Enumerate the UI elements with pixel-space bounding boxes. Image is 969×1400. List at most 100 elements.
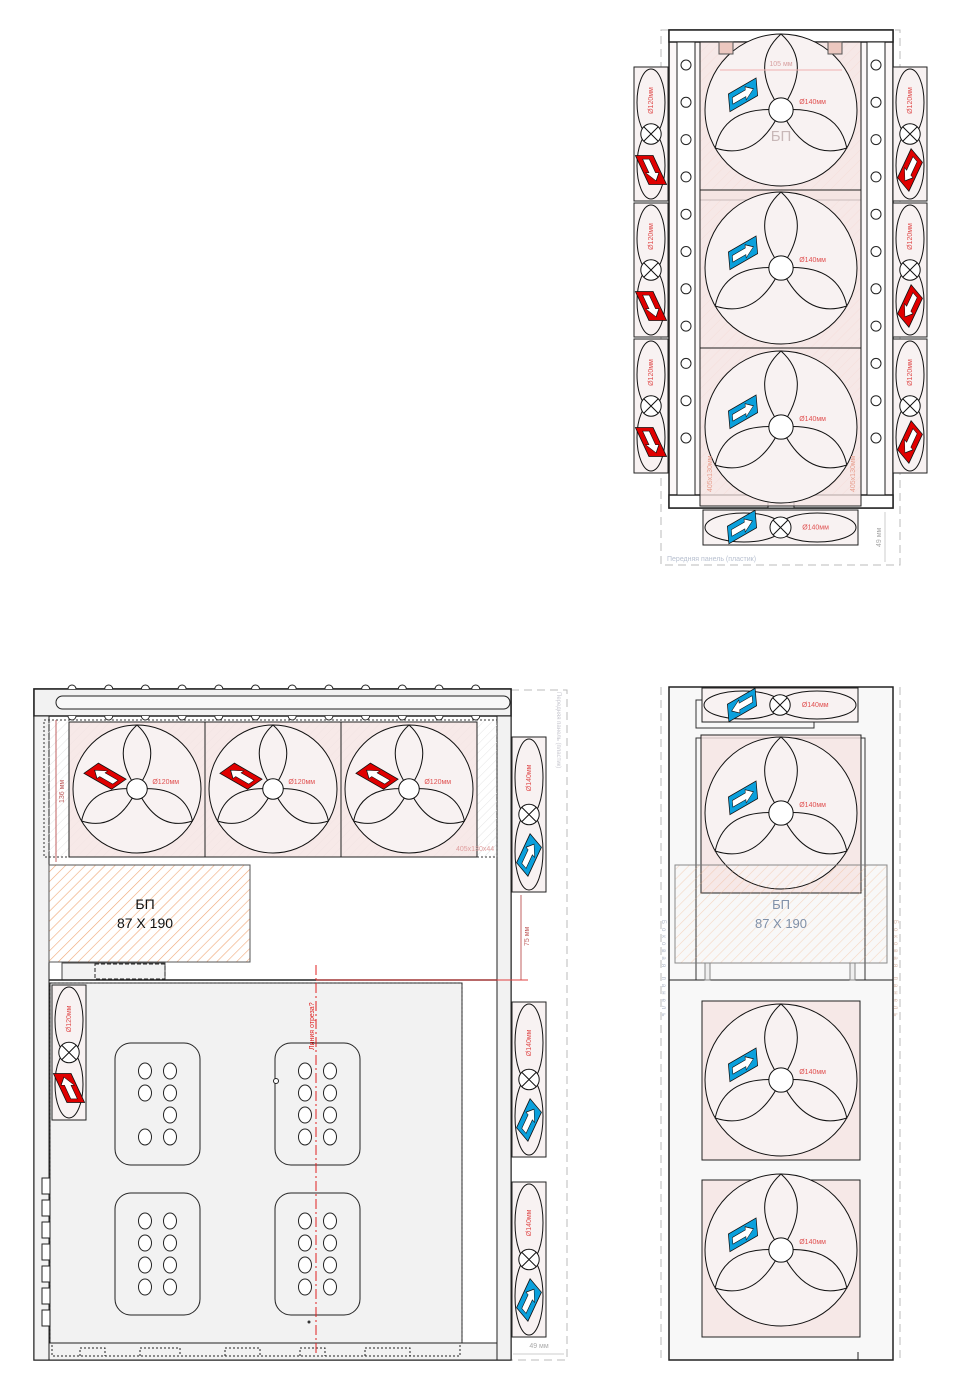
slim-fan-size-label: Ø120мм [648,223,655,250]
fan-blade-icon [780,108,848,152]
mount-hole [870,208,882,220]
slim-fan: Ø140мм [511,1181,547,1338]
intake-arrow-icon-glyph [732,244,754,263]
mount-hole [298,1256,312,1274]
top-bump [104,684,114,690]
fan-blade-icon [408,788,466,824]
side-front-panel-label: Передняя панель (пластик) [555,692,561,768]
fan: Ø140мм [701,1173,861,1338]
psu-title: БП [135,896,154,912]
fan-size-label: Ø140мм [799,99,826,106]
psu-size: 87 X 190 [117,915,173,931]
intake-arrow-icon-glyph [732,789,754,808]
mount-hole [323,1234,337,1252]
fan-hub-icon [398,778,420,800]
front-rail [496,715,512,1361]
slim-fan-hub-cross [902,126,918,142]
slim-fan: Ø120мм [892,66,928,202]
top-bump [434,684,444,690]
intake-arrow-icon-glyph [732,86,754,105]
fan-size-label: Ø140мм [799,1239,826,1246]
top-bump [361,684,371,690]
cooler-mount-pad [274,1042,361,1166]
psu-ghost-label: БП [771,128,792,145]
mount-hole [680,357,692,369]
fan-blade-icon [80,788,138,824]
mount-hole [323,1062,337,1080]
mount-hole [138,1212,152,1230]
intake-arrow-icon [726,687,758,723]
front-panel-label: Передняя панель (пластик) [667,556,756,563]
mount-hole [680,59,692,71]
mount-hole [870,432,882,444]
fan-size-label: Ø140мм [799,1069,826,1076]
slim-fan: Ø140мм [511,1001,547,1158]
top-bump [214,684,224,690]
fan: Ø120мм [68,721,206,858]
intake-arrow-icon [727,394,759,430]
pci-slot [41,1177,51,1195]
slim-fan-size-label: Ø140мм [802,702,829,709]
top-vent-slot [55,695,511,710]
pci-slot [41,1265,51,1283]
intake-arrow-icon-glyph [732,403,754,422]
top-bump [471,684,481,690]
mount-hole [138,1084,152,1102]
intake-arrow-icon [516,1098,542,1142]
mount-hole [870,395,882,407]
exhaust-arrow-icon [355,762,399,790]
fan-blade-icon [714,425,782,469]
fan-blade-icon [714,811,782,855]
top-bump [104,715,114,721]
slim-fan: Ø120мм [633,202,669,338]
side-view-dashed-outline [510,689,568,1361]
fan-blade-icon [764,1173,798,1251]
mount-hole [298,1212,312,1230]
slim-fan-hub-cross [772,519,789,536]
exhaust-arrow-icon-glyph [230,769,255,785]
fan-size-label: Ø140мм [799,802,826,809]
mount-hole [680,320,692,332]
mount-hole [163,1212,177,1230]
mount-dot [307,1320,311,1324]
top-bump [67,715,77,721]
drive-bay [61,962,166,981]
mount-hole [163,1256,177,1274]
drive-bay-dashed [94,963,166,980]
mount-hole [298,1106,312,1124]
intake-arrow-icon [727,77,759,113]
fan-blade-icon [714,266,782,310]
intake-arrow-icon-glyph [731,695,753,714]
exhaust-arrow-icon-glyph [642,430,660,454]
mount-hole [870,134,882,146]
mount-hole [298,1084,312,1102]
exhaust-arrow-icon-glyph [642,158,660,182]
exhaust-arrow-icon [634,155,668,185]
slim-fan-size-label: Ø120мм [907,359,914,386]
fan-blade-icon [272,788,330,824]
pci-slot [41,1309,51,1327]
exhaust-arrow-icon [52,1073,86,1103]
psu-foot-right [849,962,856,981]
mount-hole [298,1278,312,1296]
slim-fan-hub-cross [521,807,537,822]
exhaust-arrow-icon [219,762,263,790]
top-bump [434,715,444,721]
mount-hole [870,357,882,369]
mount-hole [298,1062,312,1080]
slim-fan-size-label: Ø120мм [648,359,655,386]
slim-fan-hub-cross [643,262,659,278]
mount-hole [680,395,692,407]
fan: Ø140мм [701,1000,861,1161]
mount-hole [323,1278,337,1296]
psu-bracket-right [827,41,843,55]
front-psu-size: 87 X 190 [755,916,807,931]
mount-hole [680,432,692,444]
fan-blade-icon [258,724,288,790]
fan-blade-icon [122,724,152,790]
mount-hole [323,1128,337,1146]
fan-blade-icon [136,788,194,824]
mount-hole [680,246,692,257]
